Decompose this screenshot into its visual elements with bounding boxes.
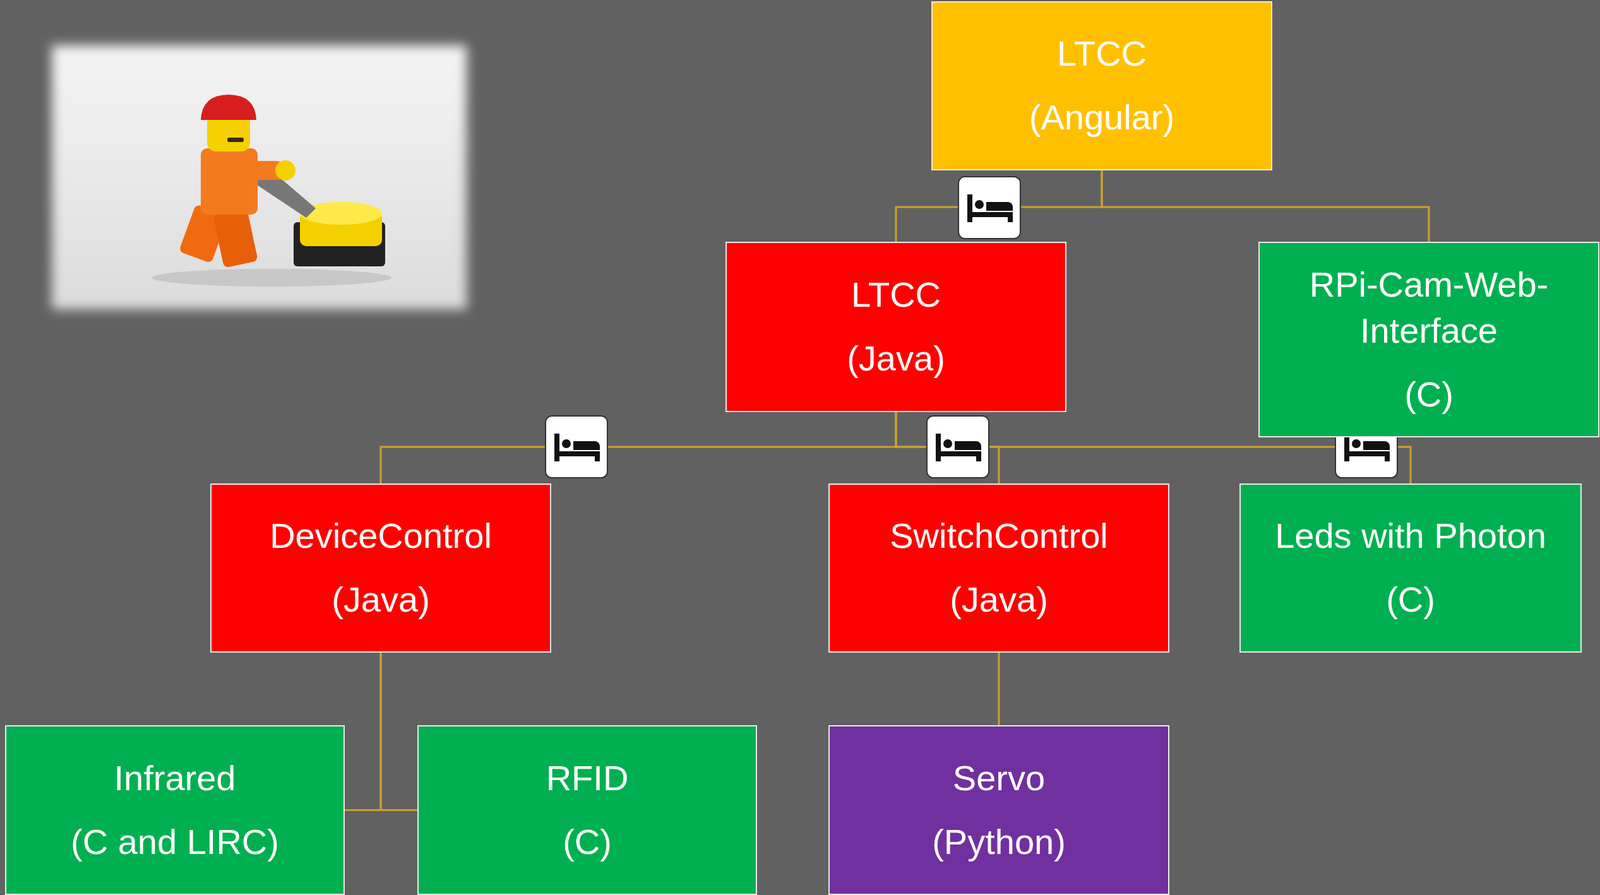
- service-box: Infrared (C and LIRC): [5, 725, 345, 895]
- node-language: (C and LIRC): [70, 819, 280, 866]
- hand: [275, 160, 296, 181]
- node-language: (Java): [846, 335, 946, 383]
- bed-icon: [958, 176, 1021, 239]
- tree-connector: [998, 652, 1001, 726]
- mustache: [227, 137, 244, 143]
- helmet: [200, 94, 257, 120]
- bed-icon: [545, 416, 608, 478]
- tree-connector: [380, 412, 896, 484]
- shadow: [151, 268, 392, 287]
- node-title: Infrared: [114, 755, 237, 802]
- bed-symbol: [935, 433, 982, 462]
- node-language: (C): [1385, 577, 1436, 624]
- backend-box: DeviceControl (Java): [210, 483, 552, 653]
- icon-frame: [926, 416, 989, 478]
- icon-frame: [545, 416, 608, 478]
- node-title: Servo: [952, 755, 1045, 802]
- node-title: RFID: [546, 755, 629, 802]
- node-title: LTCC: [851, 272, 941, 319]
- bed-symbol: [1344, 433, 1390, 462]
- service-box: RPi-Cam-Web-Interface (C): [1258, 241, 1600, 438]
- lego-worker: [151, 94, 392, 287]
- bed-symbol: [967, 194, 1013, 223]
- bed-symbol: [554, 433, 600, 462]
- tree-connector: [895, 170, 1102, 242]
- tree-connector: [344, 652, 381, 811]
- node-title: SwitchControl: [889, 513, 1108, 560]
- tree-connector: [1101, 170, 1429, 242]
- script-box: Servo (Python): [828, 725, 1170, 895]
- service-box: Leds with Photon (C): [1239, 483, 1582, 653]
- node-language: (Java): [331, 577, 430, 624]
- node-title: LTCC: [1056, 30, 1147, 78]
- node-title: RPi-Cam-Web-Interface: [1273, 262, 1585, 355]
- node-title: Leds with Photon: [1274, 513, 1547, 560]
- node-language: (C): [1404, 371, 1454, 418]
- node-language: (Python): [931, 819, 1066, 866]
- frontend-box: LTCC (Angular): [931, 1, 1273, 171]
- node-language: (Java): [949, 577, 1049, 624]
- backend-box: SwitchControl (Java): [828, 483, 1170, 653]
- icon-frame: [958, 176, 1021, 239]
- node-language: (Angular): [1029, 94, 1175, 141]
- tree-connector: [380, 652, 418, 811]
- leg-front: [212, 208, 258, 269]
- photo-background: [51, 45, 467, 310]
- bed-icon: [926, 416, 989, 478]
- service-box: RFID (C): [417, 725, 758, 895]
- node-title: DeviceControl: [269, 513, 492, 560]
- backend-box: LTCC (Java): [725, 241, 1067, 413]
- body: [200, 148, 258, 215]
- node-language: (C): [562, 819, 612, 866]
